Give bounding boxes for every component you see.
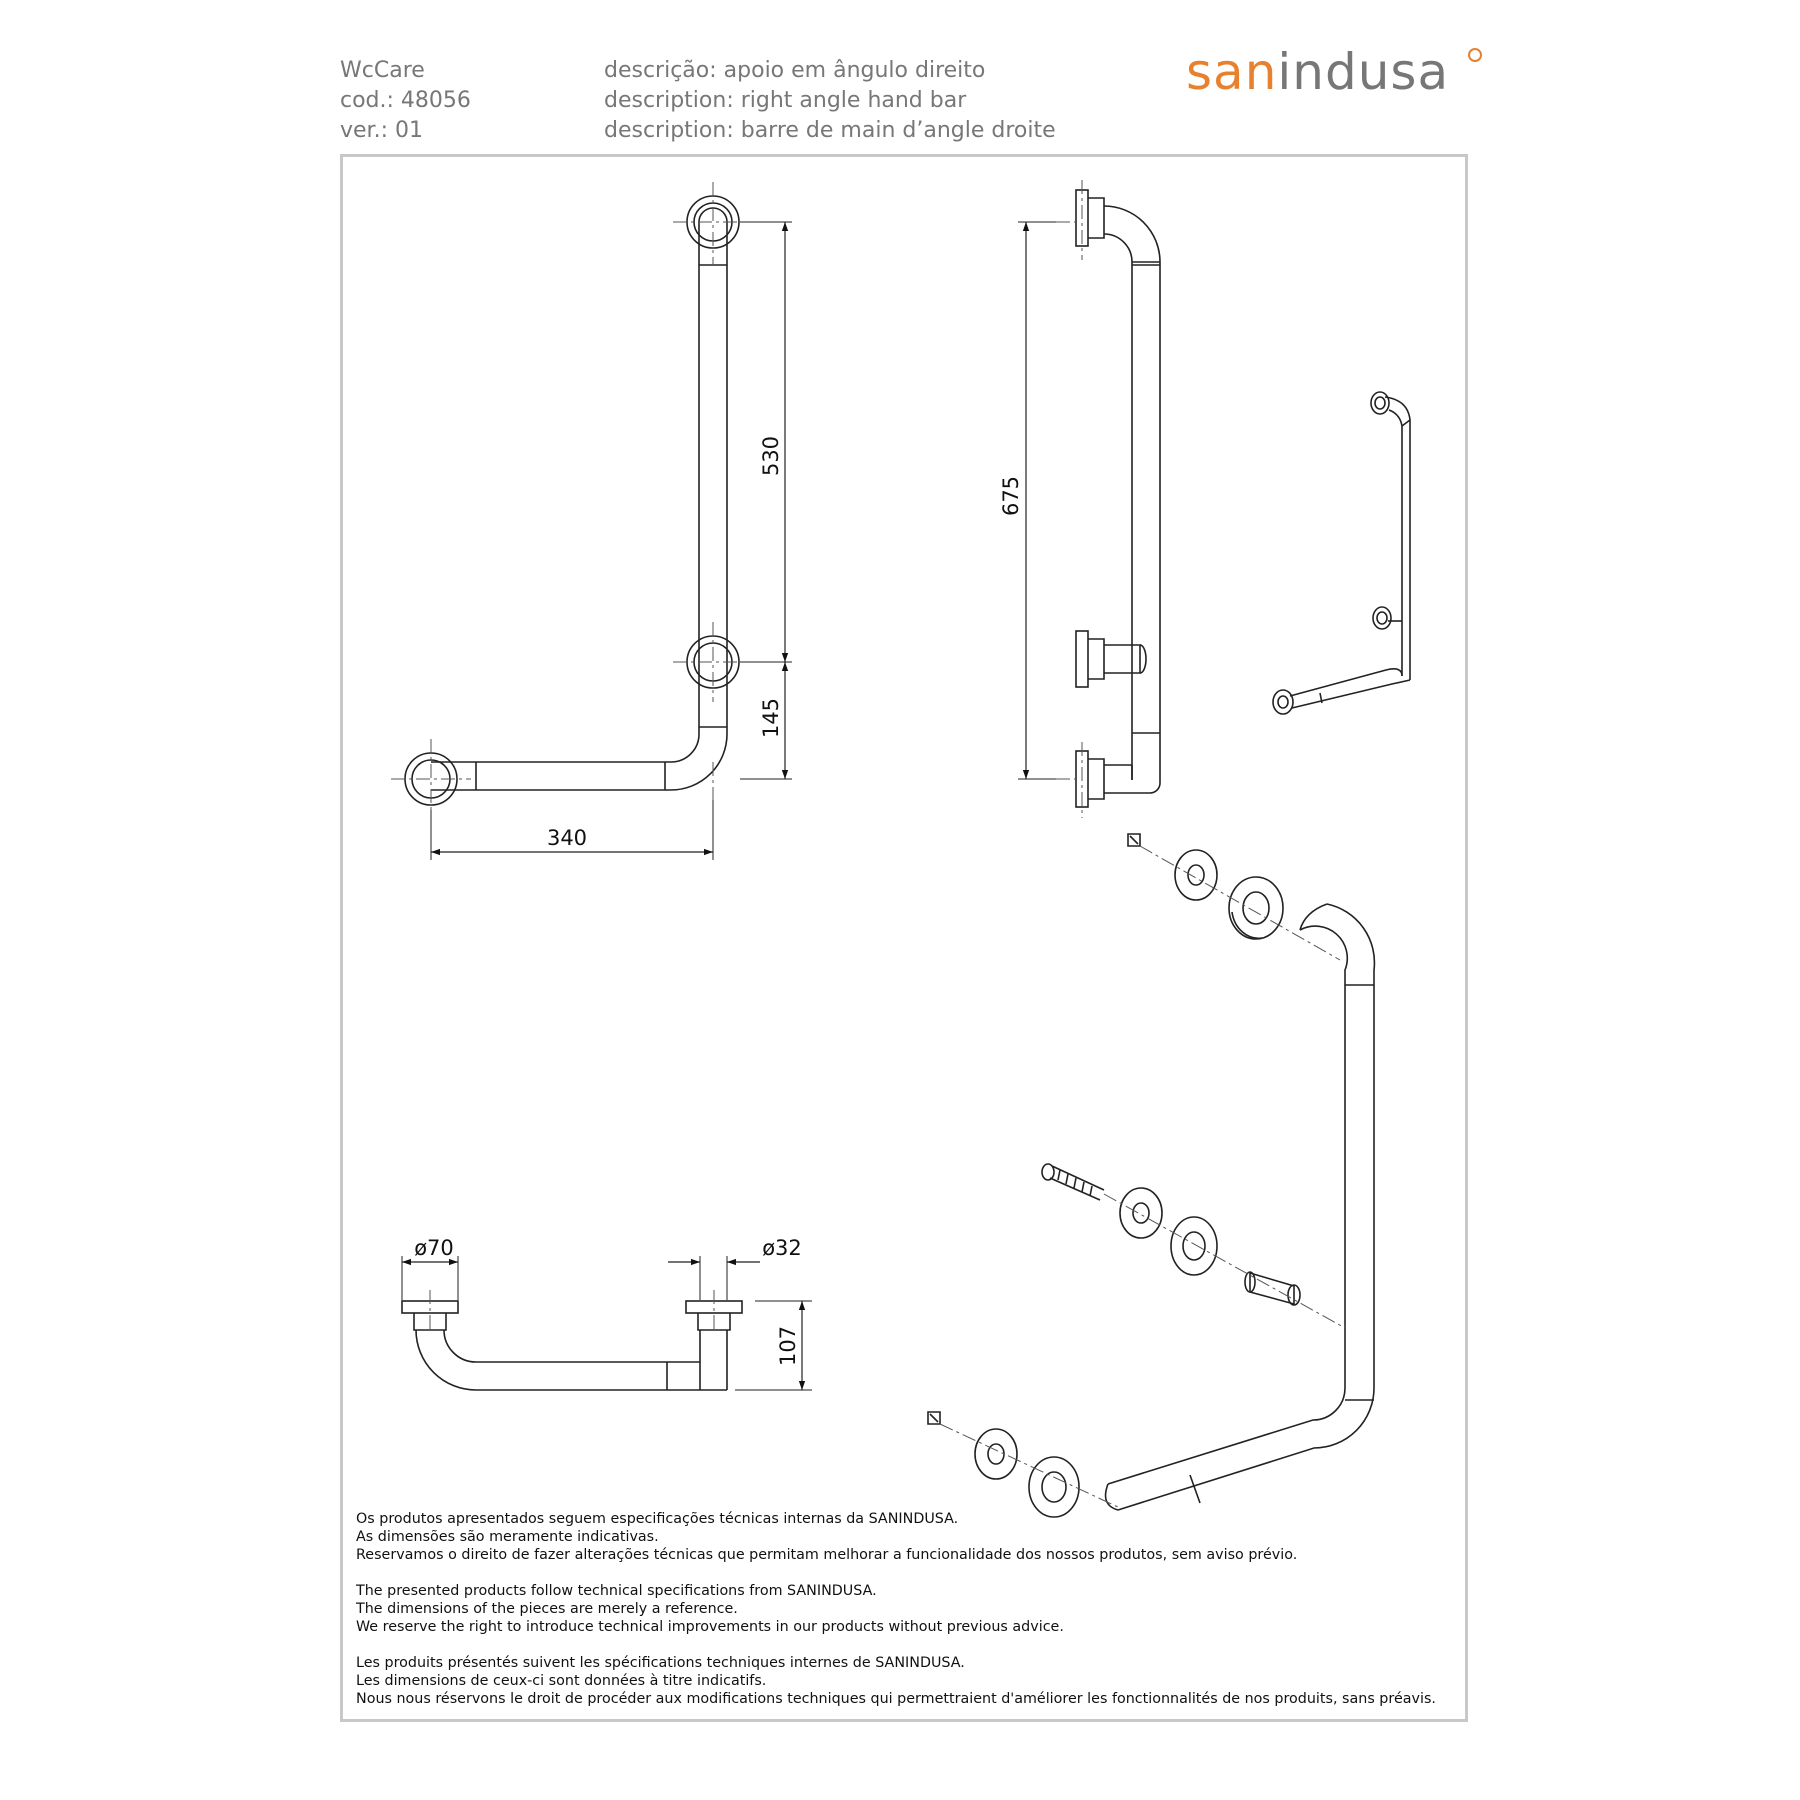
description-en: description: right angle hand bar bbox=[604, 88, 967, 113]
perspective-view bbox=[1272, 391, 1411, 715]
side-view bbox=[1018, 180, 1161, 818]
front-view bbox=[391, 182, 792, 860]
dim-side-height: 675 bbox=[999, 476, 1023, 516]
product-code: cod.: 48056 bbox=[340, 88, 471, 113]
product-line: WcCare bbox=[340, 58, 425, 83]
bottom-fixing bbox=[927, 1411, 1080, 1518]
dim-flange-diameter: ø70 bbox=[414, 1236, 454, 1260]
exploded-view bbox=[927, 833, 1376, 1518]
header-product-info: WcCare cod.: 48056 ver.: 01 bbox=[340, 56, 471, 146]
product-version: ver.: 01 bbox=[340, 118, 423, 143]
middle-fixing bbox=[1041, 1163, 1301, 1306]
dim-tube-diameter: ø32 bbox=[762, 1236, 802, 1260]
drawing-frame bbox=[340, 154, 1468, 1722]
logo-part-san: san bbox=[1186, 43, 1278, 101]
note-line: Les dimensions de ceux-ci sont données à… bbox=[356, 1673, 767, 1689]
top-fixing bbox=[1127, 833, 1284, 940]
logo-part-indusa: indusa bbox=[1277, 43, 1450, 101]
description-fr: description: barre de main d’angle droit… bbox=[604, 118, 1056, 143]
description-pt: descrição: apoio em ângulo direito bbox=[604, 58, 986, 83]
note-line: Reservamos o direito de fazer alterações… bbox=[356, 1547, 1298, 1563]
note-line: Os produtos apresentados seguem especifi… bbox=[356, 1511, 959, 1527]
dim-front-height-upper: 530 bbox=[759, 436, 783, 476]
note-line: As dimensões são meramente indicativas. bbox=[356, 1529, 659, 1545]
header-descriptions: descrição: apoio em ângulo direito descr… bbox=[604, 56, 1056, 146]
dim-top-depth: 107 bbox=[776, 1326, 800, 1366]
notes-fr: Les produits présentés suivent les spéci… bbox=[356, 1654, 1436, 1708]
notes-en: The presented products follow technical … bbox=[356, 1582, 1436, 1636]
notes-pt: Os produtos apresentados seguem especifi… bbox=[356, 1510, 1436, 1564]
dim-front-width: 340 bbox=[547, 826, 587, 850]
logo-mark-icon bbox=[1468, 48, 1482, 62]
top-view bbox=[401, 1256, 812, 1391]
note-line: The presented products follow technical … bbox=[356, 1583, 877, 1599]
disclaimer-notes: Os produtos apresentados seguem especifi… bbox=[356, 1510, 1436, 1726]
note-line: Les produits présentés suivent les spéci… bbox=[356, 1655, 965, 1671]
note-line: We reserve the right to introduce techni… bbox=[356, 1619, 1064, 1635]
note-line: The dimensions of the pieces are merely … bbox=[356, 1601, 738, 1617]
dim-front-height-lower: 145 bbox=[759, 698, 783, 738]
sanindusa-logo: sanindusa bbox=[1186, 43, 1482, 101]
note-line: Nous nous réservons le droit de procéder… bbox=[356, 1691, 1436, 1707]
